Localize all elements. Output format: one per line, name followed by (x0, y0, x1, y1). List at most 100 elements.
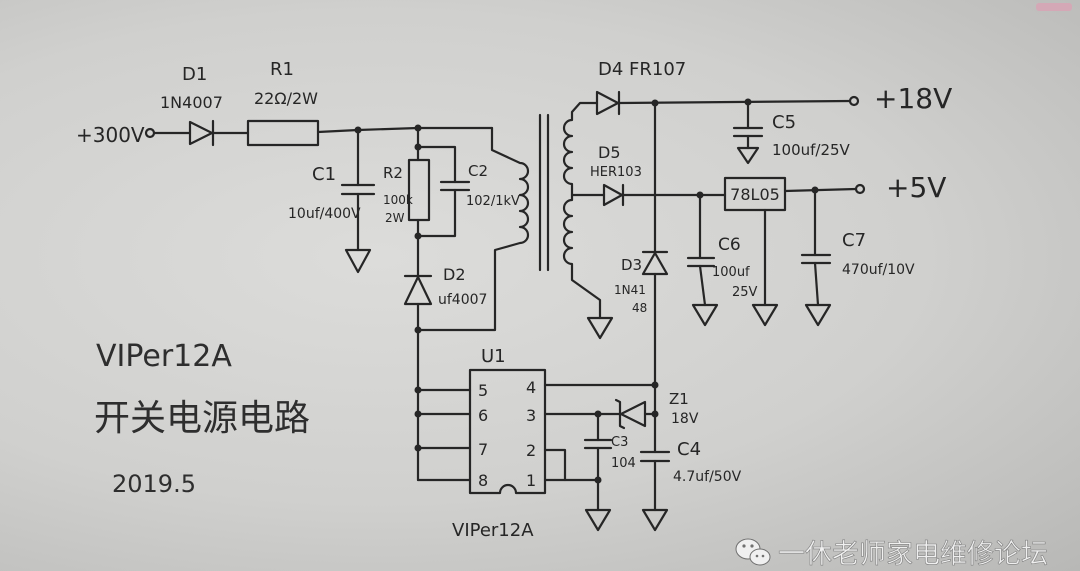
resistor-body (407, 158, 431, 222)
pin-label: 2 (526, 441, 536, 460)
diode-triangle (188, 120, 214, 146)
output-terminal-circle (854, 183, 866, 195)
ground-symbol (691, 303, 719, 327)
output-5v-terminal: +5V (854, 171, 946, 204)
regulator-label: 78L05 (730, 185, 780, 204)
c6-value-line1: 100uf (712, 265, 750, 280)
wire (698, 264, 707, 307)
r2-value-line2: 2W (385, 211, 405, 225)
input-terminal-circle (144, 127, 156, 139)
c2-ref: C2 (468, 162, 488, 180)
c3-ref: C3 (611, 435, 628, 450)
junction-dot (414, 410, 422, 418)
c7-value: 470uf/10V (842, 262, 915, 278)
c1-value: 10uf/400V (288, 206, 361, 222)
d3-value-line2: 48 (632, 301, 647, 315)
c6-ref: C6 (718, 235, 741, 255)
c3-value: 104 (611, 456, 636, 471)
wire (783, 187, 858, 193)
ground-symbol (736, 146, 760, 165)
d5-ref: D5 (598, 143, 621, 162)
diode-triangle (641, 251, 669, 276)
c4-value: 4.7uf/50V (673, 469, 742, 485)
u1-ref: U1 (481, 346, 506, 367)
capacitor-c1: C1 10uf/400V (288, 128, 376, 274)
junction-dot (594, 476, 602, 484)
pin-wire (543, 448, 567, 482)
z1-ref: Z1 (669, 390, 689, 408)
junction-dot (414, 444, 422, 452)
transformer (416, 101, 614, 340)
junction-dot (414, 386, 422, 394)
note-chip-name: VIPer12A (96, 339, 232, 374)
pin-label: 1 (526, 471, 536, 490)
secondary-winding (562, 101, 602, 320)
snubber-r2-c2: R2 100k 2W C2 102/1kV (383, 126, 520, 240)
pin-label: 8 (478, 471, 488, 490)
diode-d2: D2 uf4007 (403, 234, 487, 482)
note-date: 2019.5 (112, 470, 196, 498)
ground-symbol (584, 508, 612, 532)
ground-symbol (641, 508, 669, 532)
output-5v-label: +5V (886, 171, 946, 204)
pin-label: 6 (478, 406, 488, 425)
c7-ref: C7 (842, 230, 866, 251)
ground-symbol (804, 303, 832, 327)
capacitor-c3: C3 104 (583, 410, 636, 532)
d2-value: uf4007 (438, 292, 487, 308)
d1-value: 1N4007 (160, 93, 223, 112)
diode-triangle (595, 90, 620, 116)
regulator-78l05: 78L05 (723, 176, 858, 327)
u1-part-number: VIPer12A (452, 520, 534, 541)
input-voltage-label: +300V (76, 123, 145, 147)
r2-ref: R2 (383, 164, 403, 182)
resistor-r1: R1 22Ω/2W (246, 59, 494, 147)
output-terminal-circle (848, 95, 860, 107)
pin-label: 4 (526, 378, 536, 397)
r1-value: 22Ω/2W (254, 89, 318, 108)
diode-triangle (403, 275, 433, 306)
c6-value-line2: 25V (732, 285, 758, 300)
output-18v-terminal: +18V (848, 82, 952, 115)
d3-ref: D3 (621, 256, 642, 274)
pin-label: 3 (526, 406, 536, 425)
diode-triangle (619, 400, 647, 428)
ground-symbol (751, 303, 779, 327)
ic-body (468, 368, 547, 495)
d1-ref: D1 (182, 64, 207, 85)
wire (813, 261, 820, 307)
watermark: 一休老师家电维修论坛 (735, 538, 1048, 570)
output-18v-label: +18V (874, 82, 952, 115)
watermark-text: 一休老师家电维修论坛 (778, 539, 1048, 570)
handwritten-notes: VIPer12A 开关电源电路 2019.5 (94, 339, 310, 498)
diode-d4: D4 FR107 (595, 59, 852, 116)
capacitor-c7: C7 470uf/10V (800, 188, 915, 327)
primary-winding (416, 126, 530, 332)
note-title: 开关电源电路 (94, 398, 310, 439)
ic-u1: U1 5 6 7 8 4 3 2 1 VIPer12A (414, 346, 657, 541)
input-terminal: +300V (76, 123, 192, 147)
corner-logo (1036, 3, 1072, 11)
ground-symbol (344, 248, 372, 274)
d2-ref: D2 (443, 265, 466, 284)
capacitor-c5: C5 100uf/25V (732, 100, 851, 165)
diode-d5: D5 HER103 (570, 143, 727, 207)
c2-value: 102/1kV (466, 194, 520, 209)
wire (416, 188, 457, 238)
diode-triangle (602, 183, 624, 207)
r2-value-line1: 100k (383, 193, 413, 207)
d5-value: HER103 (590, 165, 642, 180)
pin-label: 7 (478, 440, 488, 459)
pin-label: 5 (478, 381, 488, 400)
diode-d1: D1 1N4007 (160, 64, 250, 147)
z1-value: 18V (671, 411, 699, 427)
d4-label: D4 FR107 (598, 59, 686, 80)
capacitor-c6: C6 100uf 25V (686, 193, 758, 327)
c1-ref: C1 (312, 164, 336, 185)
r1-ref: R1 (270, 59, 294, 80)
ground-symbol (586, 316, 614, 340)
wire (316, 126, 494, 134)
c5-ref: C5 (772, 112, 796, 133)
